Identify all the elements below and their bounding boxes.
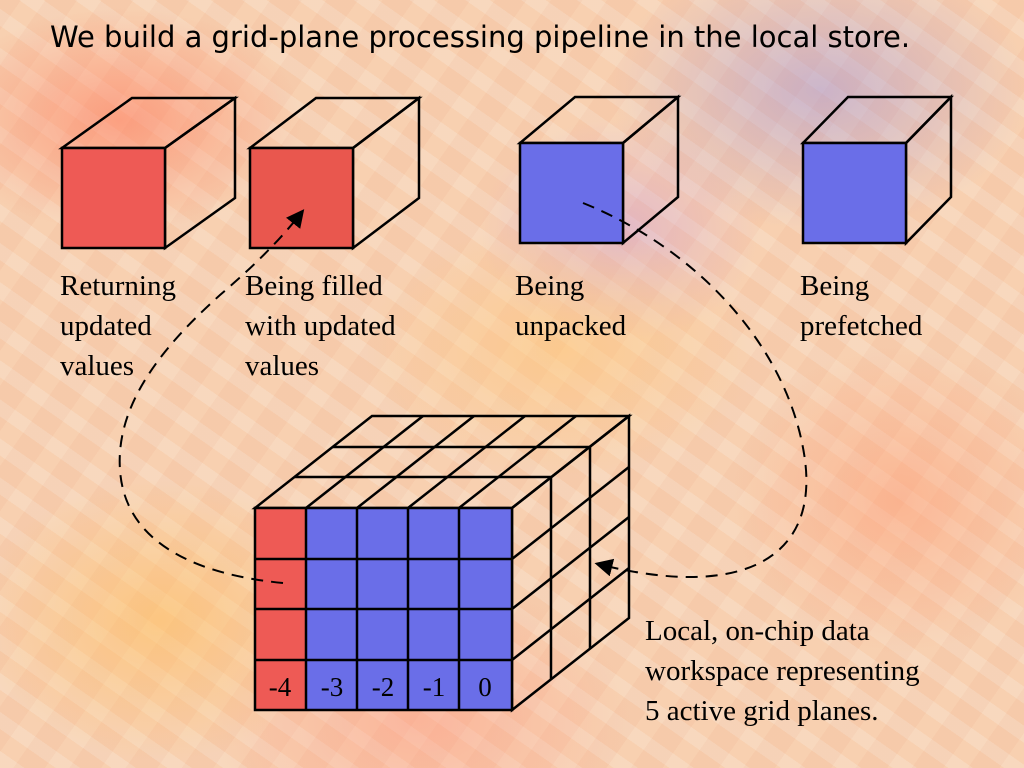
grid-workspace: -4 -3 -2 -1 0 xyxy=(251,413,633,713)
plane-number: 0 xyxy=(478,672,492,702)
label-local-workspace: Local, on-chip data workspace representi… xyxy=(645,615,920,727)
plane-number: -2 xyxy=(372,672,395,702)
plane-number: -4 xyxy=(269,672,292,702)
label-returning-updated-values: Returning updated values xyxy=(60,270,176,382)
plane-number: -3 xyxy=(321,672,344,702)
label-being-filled: Being filled with updated values xyxy=(245,270,396,382)
cube-being-prefetched xyxy=(800,93,954,247)
cube-being-filled xyxy=(246,95,423,251)
dashed-arrow-to-workspace xyxy=(582,202,808,578)
label-being-unpacked: Being unpacked xyxy=(515,270,627,342)
slide-title: We build a grid-plane processing pipelin… xyxy=(50,20,911,54)
cube-being-unpacked xyxy=(516,94,682,246)
plane-number: -1 xyxy=(423,672,446,702)
cube-returning xyxy=(58,95,239,251)
label-being-prefetched: Being prefetched xyxy=(800,270,923,342)
dashed-arrow-to-being-filled xyxy=(118,209,305,584)
